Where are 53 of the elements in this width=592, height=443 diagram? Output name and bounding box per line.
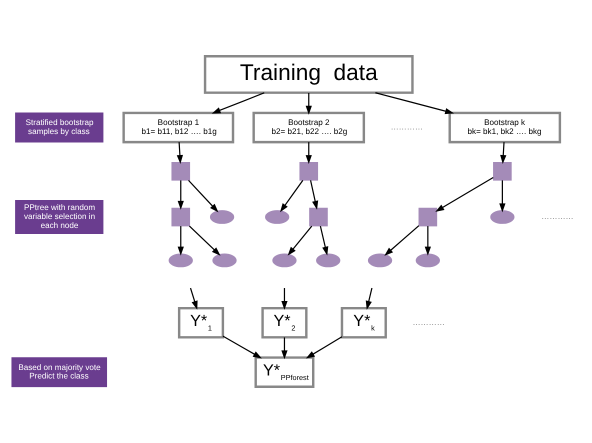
arrow (212, 92, 264, 114)
node-box: Bootstrap 1 b1= b11, b12 …. b1g (122, 112, 234, 144)
arrow (500, 142, 506, 164)
node-box (171, 208, 190, 226)
node-box (309, 208, 328, 226)
node-box: Y*$_{k}$ (340, 306, 387, 339)
node-ellipse (316, 254, 340, 268)
arrow (288, 226, 312, 256)
label: ………… (541, 212, 574, 222)
arrow (190, 288, 198, 310)
arrow (375, 92, 454, 114)
arrow (176, 142, 183, 164)
arrow (222, 336, 262, 358)
arrow (178, 180, 184, 210)
node-box: Y*$_{PPforest}$ (254, 356, 314, 388)
arrow (306, 142, 312, 164)
arrow (499, 180, 506, 212)
arrow (366, 288, 373, 310)
node-box: Bootstrap k bk= bk1, bk2 …. bkg (448, 112, 562, 144)
arrow (310, 180, 318, 210)
node-ellipse (490, 210, 515, 224)
arrow (424, 226, 431, 256)
node-ellipse (272, 254, 297, 268)
arrow (280, 180, 304, 212)
node-box: Y*$_{2}$ (261, 306, 308, 339)
node-ellipse (265, 210, 290, 224)
node-box: Y*$_{1}$ (178, 306, 224, 339)
node-box: Training data (204, 55, 414, 94)
arrow (306, 336, 342, 358)
node-box: Based on majority vote Predict the class (11, 357, 108, 388)
node-ellipse (368, 254, 392, 268)
node-box (299, 162, 318, 181)
arrow (435, 176, 494, 212)
arrow (189, 226, 221, 256)
arrow (281, 337, 288, 360)
arrow (178, 226, 184, 256)
node-box (418, 208, 438, 226)
node-box (493, 162, 512, 181)
node-ellipse (168, 254, 193, 268)
node-box: Stratified bootstrap samples by class (15, 112, 104, 143)
arrow (306, 92, 312, 115)
arrow (320, 226, 328, 256)
label: ………… (412, 318, 445, 327)
node-box: PPtree with random variable selection in each node (15, 200, 104, 234)
node-ellipse (416, 254, 440, 268)
node-box: Bootstrap 2 b2= b21, b22 …. b2g (252, 112, 366, 144)
node-ellipse (212, 254, 237, 268)
arrow (188, 180, 218, 212)
arrow (281, 288, 288, 310)
arrow (384, 225, 420, 256)
node-ellipse (210, 210, 234, 224)
node-box (171, 162, 190, 181)
label: ………… (390, 122, 423, 132)
